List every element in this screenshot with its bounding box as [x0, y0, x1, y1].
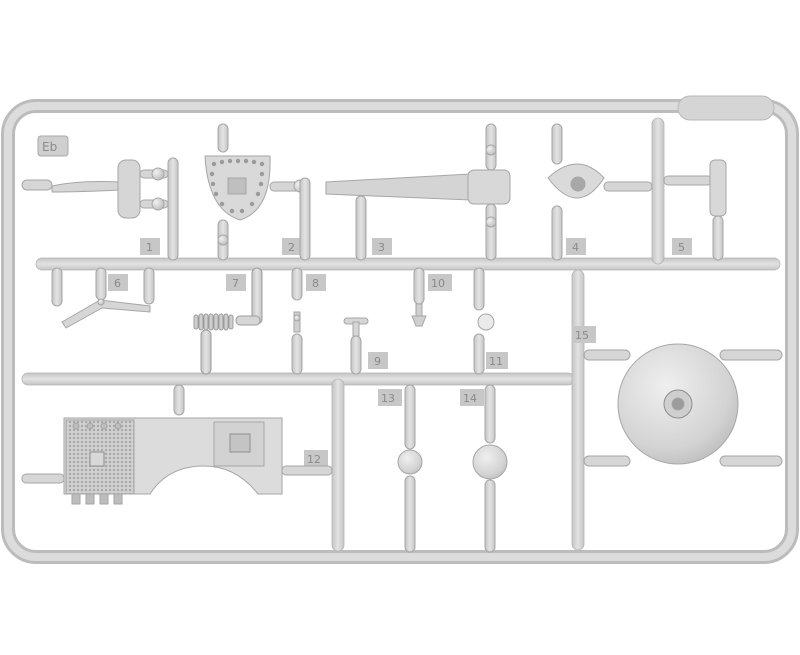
part-tag-2: 2 [282, 238, 302, 255]
part-tag-9: 9 [368, 352, 388, 369]
svg-text:10: 10 [431, 277, 445, 290]
svg-text:11: 11 [489, 355, 503, 368]
part-13-ball [397, 384, 423, 553]
svg-text:13: 13 [381, 392, 395, 405]
svg-text:12: 12 [307, 453, 321, 466]
part-tag-3: 3 [372, 238, 392, 255]
svg-text:1: 1 [146, 241, 153, 254]
part-5-cylinder [663, 159, 727, 261]
part-7-spring [193, 267, 263, 375]
part-3-barrel [325, 123, 511, 261]
part-8-stem [291, 267, 303, 375]
part-1-handle [21, 157, 179, 261]
part-2-seat [204, 123, 311, 261]
part-9-valve [343, 317, 369, 375]
part-tag-5: 5 [672, 238, 692, 255]
part-14-ball [472, 384, 508, 553]
part-tag-6: 6 [108, 274, 128, 291]
svg-text:5: 5 [678, 241, 685, 254]
part-tag-12: 12 [304, 450, 328, 467]
svg-text:6: 6 [114, 277, 121, 290]
sprue-badge-text: Eb [42, 140, 57, 154]
part-tag-13: 13 [378, 389, 402, 406]
part-4-dish [547, 123, 653, 261]
part-tag-10: 10 [428, 274, 452, 291]
part-tag-14: 14 [460, 389, 484, 406]
part-tag-11: 11 [486, 352, 508, 369]
part-11-knob [473, 267, 495, 375]
svg-text:14: 14 [463, 392, 477, 405]
part-15-dome [583, 343, 783, 467]
part-number-tags: 1 2 3 4 5 6 7 8 10 9 11 12 13 14 15 [108, 238, 692, 467]
sprue-frame [1, 95, 799, 564]
part-tag-7: 7 [226, 274, 246, 291]
part-10-fitting [411, 267, 427, 327]
sprue-badge: Eb [37, 135, 69, 157]
part-tag-4: 4 [566, 238, 586, 255]
part-12-panel [21, 384, 333, 505]
svg-text:4: 4 [572, 241, 579, 254]
svg-text:8: 8 [312, 277, 319, 290]
svg-text:2: 2 [288, 241, 295, 254]
part-6-bracket [51, 267, 155, 329]
svg-text:15: 15 [575, 329, 589, 342]
part-tag-1: 1 [140, 238, 160, 255]
svg-text:9: 9 [374, 355, 381, 368]
part-tag-15: 15 [572, 326, 596, 343]
svg-text:7: 7 [232, 277, 239, 290]
svg-text:3: 3 [378, 241, 385, 254]
part-tag-8: 8 [306, 274, 326, 291]
